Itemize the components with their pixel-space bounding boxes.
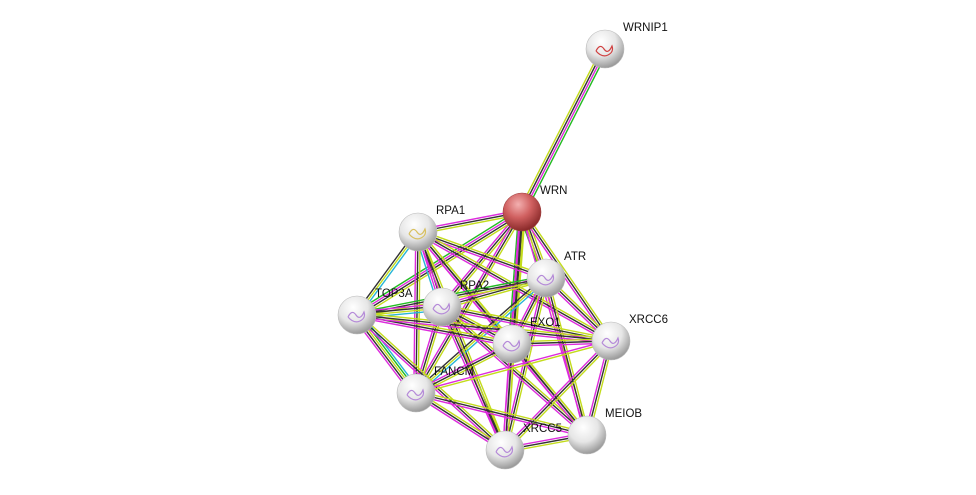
node-sphere[interactable] bbox=[398, 212, 438, 252]
node-label: RPA2 bbox=[460, 280, 489, 292]
evidence-line-yellow bbox=[442, 304, 612, 340]
node-sphere[interactable] bbox=[422, 287, 462, 327]
evidence-line-yellow bbox=[416, 390, 588, 434]
node-label: TOP3A bbox=[375, 288, 413, 300]
node-top3a[interactable]: TOP3A bbox=[337, 288, 413, 335]
evidence-line-green bbox=[508, 211, 520, 344]
node-wrn[interactable]: WRN bbox=[502, 185, 567, 232]
evidence-line-black bbox=[356, 314, 612, 342]
evidence-line-black bbox=[415, 392, 588, 436]
evidence-line-green bbox=[524, 50, 609, 214]
evidence-line-yellow bbox=[506, 342, 614, 453]
protein-structure-icon bbox=[406, 388, 425, 401]
evidence-line-yellow bbox=[417, 212, 525, 395]
protein-structure-icon bbox=[408, 227, 427, 240]
evidence-line-magenta bbox=[356, 316, 512, 347]
evidence-line-black bbox=[520, 48, 605, 212]
edge-wrn-top3a[interactable] bbox=[354, 208, 525, 319]
node-label: ATR bbox=[564, 251, 586, 263]
evidence-line-yellow bbox=[357, 312, 612, 340]
edge-wrn-wrnip1[interactable] bbox=[518, 47, 609, 214]
edge-atr-meiob[interactable] bbox=[543, 277, 590, 436]
evidence-line-black bbox=[504, 340, 612, 451]
protein-structure-icon bbox=[495, 445, 514, 458]
node-label: XRCC5 bbox=[523, 423, 562, 435]
protein-structure-icon bbox=[432, 302, 451, 315]
node-sphere[interactable] bbox=[567, 415, 607, 455]
evidence-line-magenta bbox=[413, 210, 521, 393]
evidence-line-yellow bbox=[358, 312, 507, 449]
evidence-line-magenta bbox=[543, 278, 586, 436]
node-sphere[interactable] bbox=[485, 430, 525, 470]
node-meiob[interactable]: MEIOB bbox=[567, 408, 642, 455]
node-fancm[interactable]: FANCM bbox=[396, 366, 474, 413]
node-sphere[interactable] bbox=[591, 321, 631, 361]
evidence-line-magenta bbox=[522, 49, 607, 213]
evidence-line-black bbox=[511, 343, 588, 436]
evidence-line-yellow bbox=[418, 229, 547, 277]
edge-top3a-xrcc6[interactable] bbox=[356, 312, 612, 344]
evidence-line-magenta bbox=[502, 338, 610, 449]
node-wrnip1[interactable]: WRNIP1 bbox=[585, 22, 668, 69]
node-xrcc6[interactable]: XRCC6 bbox=[591, 314, 668, 361]
edge-exo1-meiob[interactable] bbox=[509, 342, 590, 437]
node-label: FANCM bbox=[434, 366, 474, 378]
evidence-line-black bbox=[414, 275, 546, 392]
protein-structure-icon bbox=[601, 336, 620, 349]
node-label: WRNIP1 bbox=[623, 22, 668, 34]
evidence-line-magenta bbox=[439, 210, 521, 307]
evidence-line-magenta bbox=[415, 339, 611, 393]
node-sphere[interactable] bbox=[337, 295, 377, 335]
evidence-line-black bbox=[441, 211, 523, 308]
node-label: WRN bbox=[540, 185, 567, 197]
evidence-line-black bbox=[545, 277, 588, 436]
evidence-line-yellow bbox=[518, 47, 603, 211]
node-sphere[interactable] bbox=[585, 29, 625, 69]
evidence-line-magenta bbox=[416, 233, 611, 344]
evidence-line-black bbox=[415, 211, 523, 394]
edges-layer bbox=[352, 47, 614, 453]
evidence-line-yellow bbox=[547, 277, 590, 435]
evidence-line-yellow bbox=[416, 341, 612, 395]
evidence-line-magenta bbox=[356, 316, 611, 344]
protein-structure-icon bbox=[502, 339, 521, 352]
edge-xrcc6-fancm[interactable] bbox=[415, 339, 612, 395]
protein-structure-icon bbox=[536, 273, 555, 286]
evidence-line-yellow bbox=[523, 210, 614, 341]
evidence-line-magenta bbox=[356, 210, 522, 315]
node-label: RPA1 bbox=[436, 205, 465, 217]
evidence-line-magenta bbox=[440, 308, 587, 438]
node-sphere[interactable] bbox=[492, 324, 532, 364]
node-sphere[interactable] bbox=[396, 373, 436, 413]
evidence-line-green bbox=[354, 208, 521, 313]
node-sphere[interactable] bbox=[526, 258, 566, 298]
node-rpa2[interactable]: RPA2 bbox=[422, 280, 489, 327]
node-sphere[interactable] bbox=[502, 192, 542, 232]
node-xrcc5[interactable]: XRCC5 bbox=[485, 423, 562, 470]
protein-structure-icon bbox=[595, 44, 614, 57]
node-label: MEIOB bbox=[605, 408, 642, 420]
node-label: EXO1 bbox=[530, 317, 561, 329]
edge-xrcc6-xrcc5[interactable] bbox=[502, 338, 614, 453]
evidence-line-black bbox=[417, 231, 547, 279]
evidence-line-yellow bbox=[419, 230, 508, 450]
node-rpa1[interactable]: RPA1 bbox=[398, 205, 465, 252]
protein-structure-icon bbox=[347, 310, 366, 323]
evidence-line-yellow bbox=[513, 342, 590, 435]
node-atr[interactable]: ATR bbox=[526, 251, 586, 298]
node-exo1[interactable]: EXO1 bbox=[492, 317, 561, 364]
evidence-line-yellow bbox=[358, 214, 525, 319]
evidence-line-black bbox=[357, 212, 523, 317]
edge-fancm-meiob[interactable] bbox=[415, 390, 588, 438]
evidence-line-cyan bbox=[416, 279, 548, 396]
evidence-line-magenta bbox=[415, 394, 587, 438]
edge-wrn-fancm[interactable] bbox=[413, 210, 525, 395]
evidence-line-magenta bbox=[509, 344, 586, 437]
evidence-line-black bbox=[521, 211, 612, 342]
node-label: XRCC6 bbox=[629, 314, 668, 326]
